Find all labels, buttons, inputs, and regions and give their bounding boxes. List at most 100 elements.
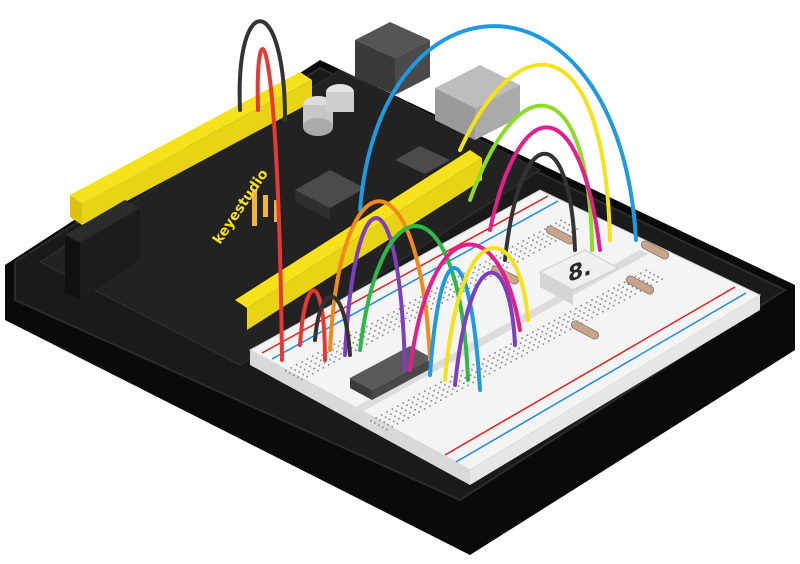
breadboard-hole [451, 375, 453, 378]
breadboard-hole [560, 219, 562, 222]
breadboard-hole [341, 347, 344, 350]
breadboard-hole [526, 242, 529, 244]
breadboard-hole [503, 351, 506, 353]
wire-black-2 [503, 151, 577, 262]
breadboard-hole [301, 361, 303, 363]
breadboard-hole [560, 329, 562, 331]
breadboard-hole [614, 299, 616, 302]
rail-red-back [261, 195, 549, 354]
breadboard-hole [351, 347, 353, 349]
breadboard-hole [353, 336, 356, 339]
wire-yellow-2 [443, 246, 530, 382]
breadboard-hole [478, 268, 480, 271]
breadboard-hole [591, 299, 593, 301]
breadboard-hole [468, 287, 470, 289]
breadboard-hole [603, 305, 605, 308]
breadboard-hole [390, 413, 392, 415]
breadboard-hole [483, 266, 485, 268]
breadboard-hole [411, 309, 414, 312]
breadboard-hole [376, 319, 379, 322]
breadboard-hole [399, 320, 402, 323]
breadboard-hole [418, 393, 421, 395]
breadboard-hole [561, 324, 564, 326]
breadboard-hole [510, 343, 512, 345]
breadboard-hole [608, 302, 611, 305]
breadboard-hole [471, 369, 473, 371]
breadboard-hole [513, 258, 515, 261]
breadboard-hole [414, 299, 417, 301]
breadboard-hole [329, 358, 331, 361]
breadboard-hole [371, 340, 373, 342]
breadboard-hole [386, 428, 388, 431]
breadboard-hole [563, 226, 565, 229]
breadboard-hole [417, 306, 419, 309]
breadboard-hole [378, 332, 380, 334]
breadboard-hole [540, 335, 542, 338]
wire-magenta-2 [408, 242, 522, 372]
breadboard-hole [434, 402, 437, 404]
display-digit: 8. [568, 254, 592, 288]
breadboard-hole [388, 326, 391, 329]
breadboard-hole [415, 311, 418, 314]
breadboard-hole [306, 358, 309, 360]
breadboard [248, 189, 762, 485]
breadboard-hole [438, 386, 441, 389]
breadboard-hole [444, 291, 446, 294]
mcu-chip [295, 170, 365, 208]
breadboard-hole [622, 286, 624, 289]
breadboard-hole [410, 406, 412, 409]
breadboard-hole [461, 369, 464, 372]
breadboard-hole [437, 391, 439, 394]
breadboard-hole [607, 307, 609, 310]
breadboard-hole [571, 231, 573, 233]
breadboard-hole [463, 382, 465, 384]
breadboard-hole [395, 410, 398, 412]
breadboard-hole [330, 353, 333, 356]
breadboard-hole [542, 325, 545, 328]
breadboard-hole [434, 384, 437, 387]
breadboard-hole [302, 373, 304, 376]
breadboard-hole [407, 307, 410, 309]
breadboard-hole [382, 426, 384, 429]
breadboard-hole [559, 224, 561, 227]
breadboard-hole [584, 307, 587, 309]
breadboard-hole [490, 257, 492, 260]
breadboard-hole [657, 276, 659, 278]
breadboard-hole [642, 279, 645, 282]
breadboard-hole [417, 398, 419, 401]
breadboard-hole [391, 408, 394, 410]
breadboard-hole [449, 288, 452, 291]
breadboard-hole [604, 300, 607, 303]
breadboard-hole [495, 254, 498, 257]
breadboard-hole [483, 358, 485, 360]
breadboard-hole [525, 339, 527, 342]
breadboard-hole [505, 346, 507, 348]
breadboard-hole [537, 236, 539, 239]
breadboard-hole [631, 285, 634, 288]
breadboard-hole [424, 390, 426, 393]
breadboard-hole [600, 298, 603, 300]
breadboard-hole [499, 257, 502, 259]
breadboard-hole [402, 419, 404, 422]
wire-blue-2 [428, 266, 482, 392]
breadboard-hole [475, 371, 477, 373]
breadboard-hole [533, 234, 535, 236]
breadboard-hole [495, 364, 497, 367]
breadboard-hole [549, 335, 551, 337]
breadboard-hole [409, 302, 411, 304]
breadboard-hole [509, 348, 511, 350]
breadboard-hole [370, 327, 372, 330]
header-back-strip [70, 72, 312, 203]
breadboard-hole [413, 396, 415, 398]
breadboard-hole [615, 294, 618, 297]
breadboard-hole [510, 251, 512, 253]
breadboard-hole [440, 399, 442, 401]
breadboard-hole [372, 335, 375, 337]
breadboard-hole [340, 353, 342, 355]
breadboard-hole [538, 341, 541, 343]
breadboard-hole [536, 333, 538, 336]
breadboard-hole [406, 404, 408, 407]
breadboard-hole [432, 394, 434, 397]
breadboard-hole [634, 293, 636, 295]
breadboard-hole [390, 321, 392, 323]
